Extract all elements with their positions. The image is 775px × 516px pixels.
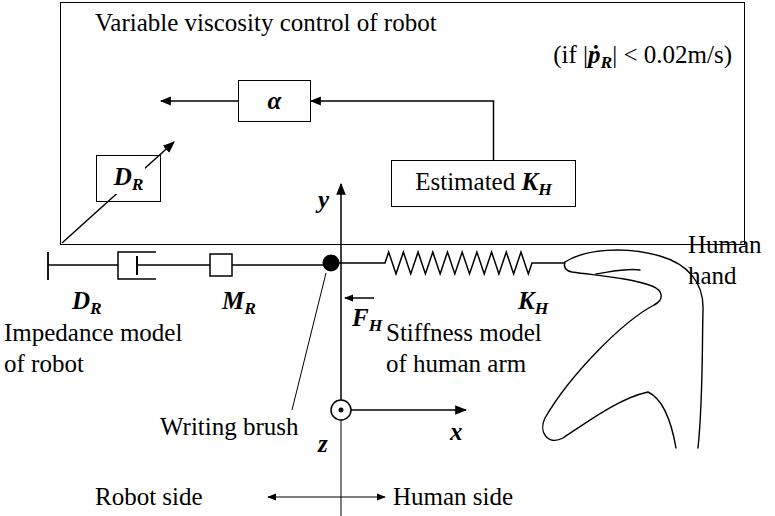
hand-finger-crease [596, 269, 640, 274]
force-arrow [345, 297, 374, 299]
z-axis-dot [339, 408, 344, 413]
human-hand [543, 250, 703, 448]
node-label: Estimated KH [415, 168, 552, 199]
center-line [341, 420, 342, 516]
node-label: Variable viscosity control of robot [95, 9, 437, 37]
variable-arrow [62, 142, 174, 243]
wall [47, 252, 49, 280]
model-caption: Stiffness model of human arm [386, 318, 566, 379]
signal-arrow [161, 100, 238, 102]
y-axis [340, 184, 342, 400]
estimator-box: Estimated KH [391, 160, 576, 207]
axis-label: y [318, 186, 329, 214]
link-line [137, 264, 210, 266]
mass-block [210, 254, 232, 276]
z-axis-symbol [331, 400, 351, 420]
mass-label: MR [222, 287, 256, 318]
gain-box: α [238, 80, 311, 122]
node-label: DR [112, 163, 146, 194]
spring [339, 252, 565, 274]
node-note: (if |ṗR| < 0.02m/s) [553, 41, 732, 72]
signal-arrow [311, 101, 494, 160]
side-label: Robot side [95, 483, 203, 511]
model-caption: Impedance model of robot [4, 318, 192, 379]
x-axis [351, 409, 466, 411]
viscosity-box: DR [96, 155, 161, 202]
axis-label: x [450, 418, 463, 446]
hand-fingers [543, 262, 676, 448]
link-line [232, 264, 325, 266]
side-arrow [268, 496, 385, 497]
axis-label: z [318, 430, 328, 458]
hand-label: Human hand [688, 230, 770, 291]
link-line [48, 264, 118, 266]
leader-line [292, 273, 326, 410]
damper-label: DR [72, 287, 102, 318]
stiffness-label: KH [518, 287, 548, 318]
control-panel: Variable viscosity control of robot (if |… [60, 2, 745, 245]
force-label: FH [352, 304, 382, 335]
callout-label: Writing brush [160, 413, 299, 441]
writing-brush-dot [323, 255, 340, 272]
hand-back [565, 250, 703, 448]
node-label: α [268, 87, 282, 115]
side-label: Human side [393, 483, 513, 511]
